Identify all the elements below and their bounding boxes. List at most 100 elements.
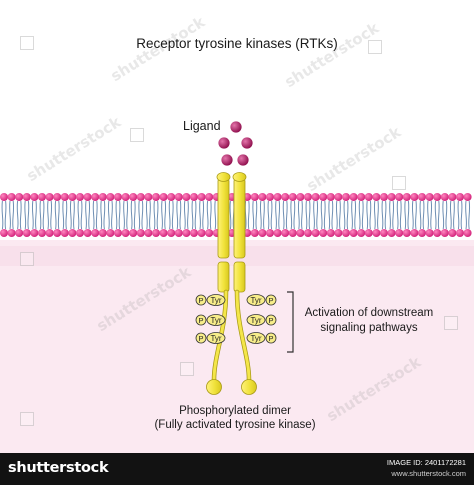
lipid-head (296, 229, 305, 237)
lipid-tail (392, 200, 395, 230)
lipid-tail (468, 200, 471, 230)
lipid-head (30, 229, 39, 237)
tyr-oval (246, 314, 266, 326)
lipid-tail (427, 200, 429, 230)
kinase-segment-left (217, 261, 230, 293)
lipid-head (448, 193, 457, 201)
lipid-tail (282, 200, 285, 230)
membrane-tails (1, 200, 471, 230)
lipid-head (380, 193, 388, 201)
lipid-tail (168, 200, 171, 230)
lipid-head (174, 229, 183, 237)
lipid-head (106, 229, 115, 237)
lipid-head (38, 193, 46, 201)
lipid-tail (457, 200, 460, 230)
lipid-tail (4, 200, 7, 230)
membrane-heads (0, 193, 472, 237)
lipid-head (425, 229, 434, 237)
lipid-head (281, 193, 290, 201)
lipid-tail (358, 200, 361, 230)
lipid-tail (449, 200, 452, 230)
lipid-head (463, 193, 472, 201)
stock-footer-bar: shutterstock IMAGE ID: 2401172281 www.sh… (0, 453, 474, 485)
lipid-tail (247, 200, 250, 230)
ligand-label: Ligand (183, 119, 221, 133)
lipid-tail (278, 200, 281, 230)
phosphate-circle (265, 332, 277, 344)
lipid-tail (69, 200, 72, 230)
lipid-tail (308, 200, 311, 230)
watermark-square (20, 36, 34, 50)
lipid-tail (115, 200, 118, 230)
binding-cap-left (216, 172, 231, 182)
lipid-head (68, 229, 77, 237)
lipid-tail (263, 200, 265, 230)
phosphate-circle (265, 314, 277, 326)
watermark-square (130, 128, 144, 142)
lipid-head (159, 193, 168, 201)
watermark-square (180, 362, 194, 376)
lipid-head (22, 229, 31, 237)
lipid-tail (445, 200, 448, 230)
receptor-tail-knob-left (206, 379, 222, 395)
lipid-tail (422, 200, 425, 230)
lipid-tail (47, 200, 49, 230)
lipid-tail (1, 200, 4, 230)
lipid-head (136, 193, 145, 201)
lipid-head (83, 193, 92, 201)
ligand-molecule (230, 121, 242, 133)
lipid-tail (62, 200, 65, 230)
lipid-head (357, 229, 366, 237)
dimer-label-line-2: (Fully activated tyrosine kinase) (154, 419, 316, 431)
lipid-head (319, 229, 328, 237)
lipid-tail (95, 200, 98, 230)
lipid-head (342, 229, 350, 237)
lipid-tail (130, 200, 133, 230)
lipid-head (152, 229, 160, 237)
lipid-head (76, 229, 84, 237)
lipid-tail (343, 200, 346, 230)
lipid-tail (206, 200, 209, 230)
lipid-head (98, 229, 107, 237)
activation-bracket (287, 291, 294, 353)
lipid-tail (31, 200, 34, 230)
lipid-tail (164, 200, 167, 230)
lipid-tail (209, 200, 212, 230)
lipid-tail (35, 200, 37, 230)
lipid-tail (171, 200, 174, 230)
lipid-head (273, 193, 282, 201)
lipid-tail (141, 200, 144, 230)
lipid-tail (396, 200, 399, 230)
watermark-square (444, 316, 458, 330)
lipid-head (349, 193, 358, 201)
lipid-head (288, 229, 297, 237)
lipid-tail (328, 200, 331, 230)
lipid-head (91, 193, 100, 201)
lipid-head (372, 193, 381, 201)
lipid-head (440, 229, 449, 237)
lipid-tail (377, 200, 379, 230)
phosphate-label: P (268, 296, 273, 305)
lipid-tail (255, 200, 258, 230)
lipid-tail (297, 200, 300, 230)
lipid-tail (133, 200, 136, 230)
lipid-head (98, 193, 107, 201)
lipid-head (410, 229, 419, 237)
site-url-text: www.shutterstock.com (391, 469, 466, 478)
phosphate-label: P (198, 316, 203, 325)
lipid-head (30, 193, 39, 201)
lipid-tail (16, 200, 19, 230)
lipid-tail (301, 200, 303, 230)
lipid-tail (42, 200, 45, 230)
lipid-tail (77, 200, 80, 230)
lipid-head (0, 193, 8, 201)
lipid-head (7, 193, 16, 201)
lipid-tail (404, 200, 407, 230)
lipid-tail (39, 200, 42, 230)
lipid-tail (24, 200, 27, 230)
lipid-head (0, 229, 8, 237)
lipid-head (334, 193, 343, 201)
lipid-head (410, 193, 419, 201)
lipid-tail (399, 200, 402, 230)
